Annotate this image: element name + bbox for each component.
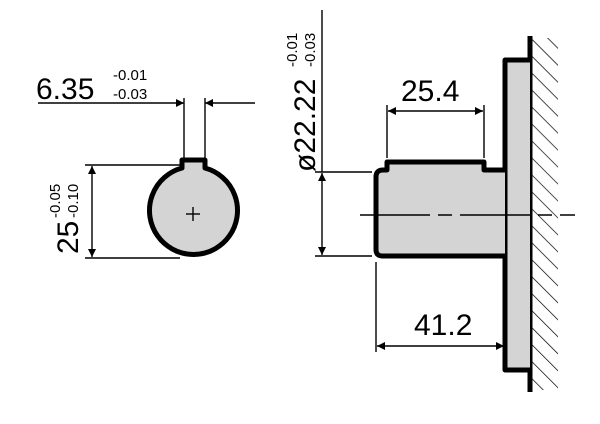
- diameter-tol-lower: -0.03: [302, 33, 319, 67]
- wall-hatch: [530, 38, 558, 390]
- diameter-tol-upper: -0.01: [284, 33, 301, 67]
- key-width-tol-upper: -0.01: [113, 67, 147, 84]
- diameter-value: ø22.22: [289, 79, 322, 172]
- shaft-side-view: [315, 10, 575, 392]
- shaft-height-tol-lower: -0.10: [65, 184, 82, 218]
- shaft-length-value: 41.2: [414, 309, 472, 342]
- key-width-tol-lower: -0.03: [113, 86, 147, 103]
- shaft-section-view: [38, 98, 255, 259]
- shaft-height-value: 25: [52, 221, 85, 254]
- shaft-height-tol-upper: -0.05: [47, 184, 64, 218]
- shaft-body-outline: [373, 159, 505, 259]
- key-width-value: 6.35: [36, 73, 94, 106]
- key-length-value: 25.4: [401, 75, 459, 108]
